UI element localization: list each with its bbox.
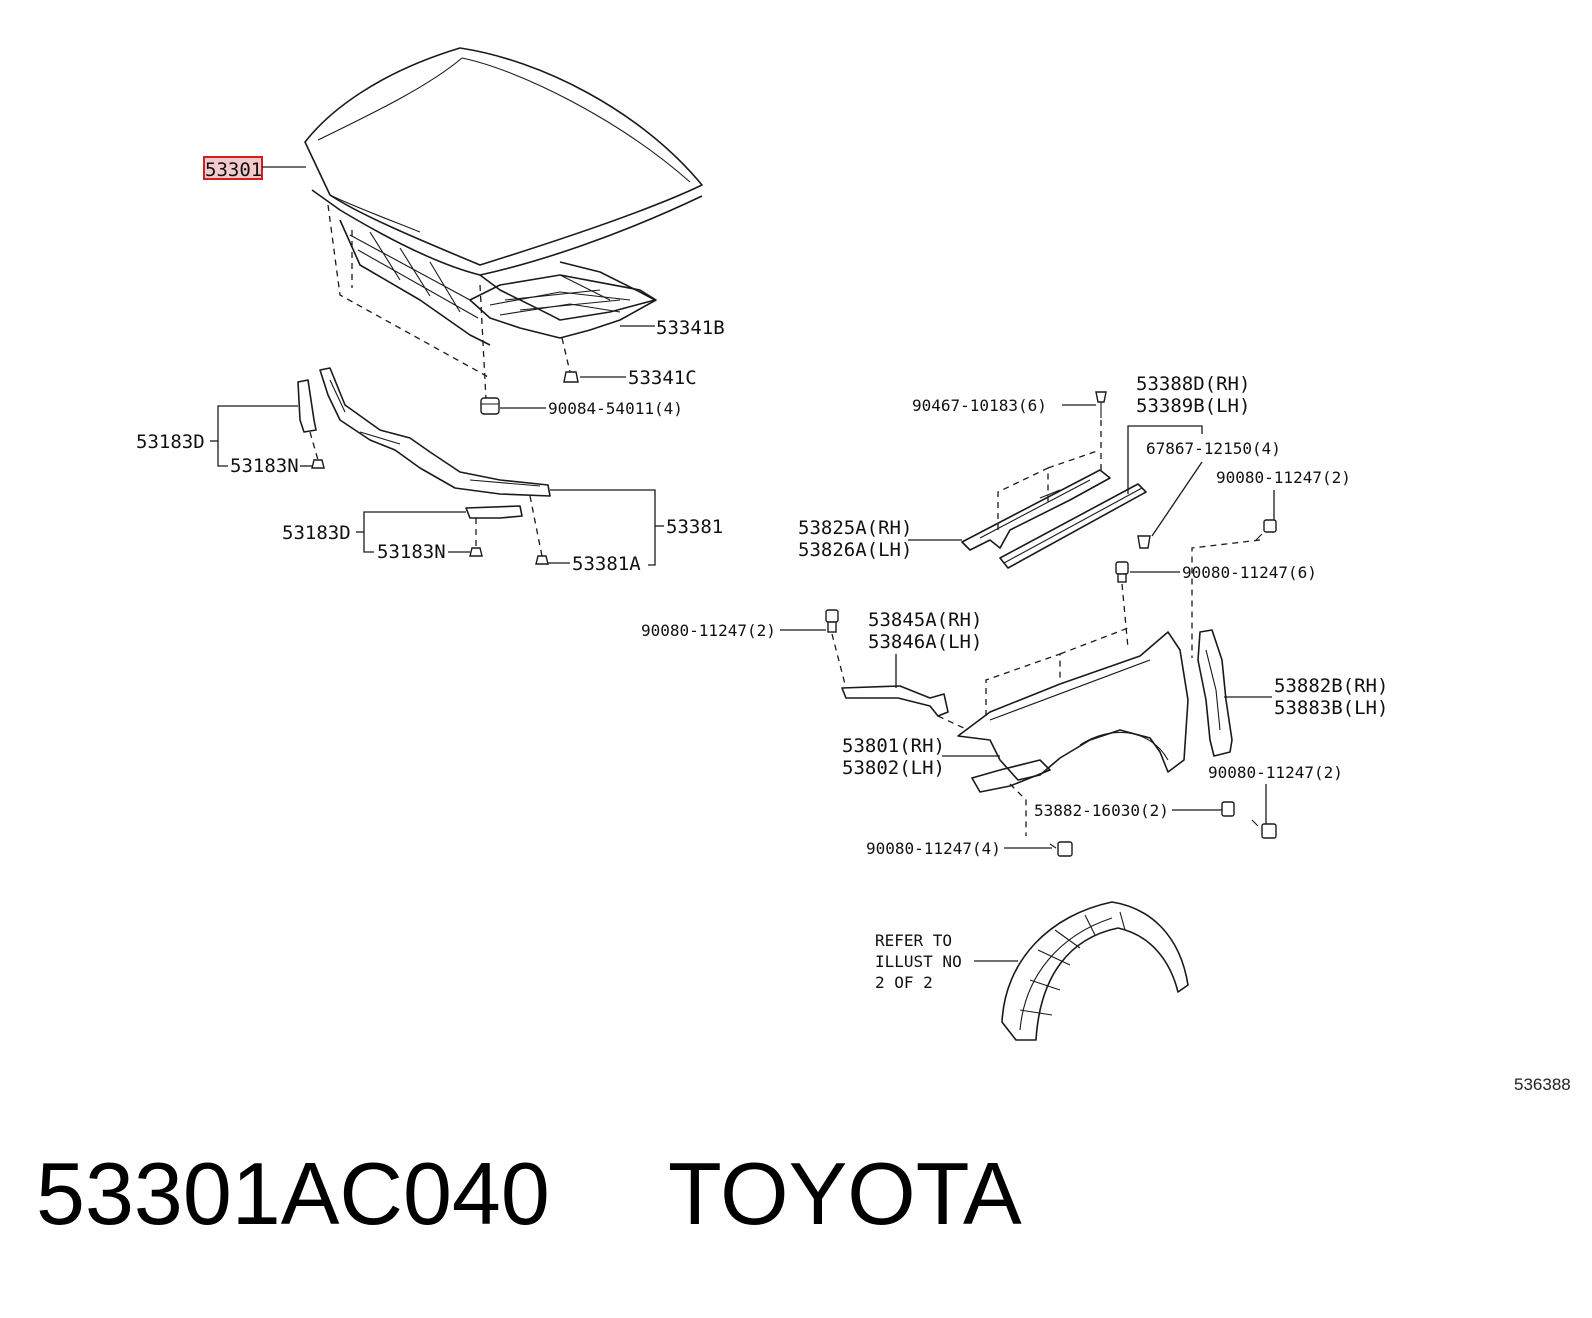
callout-90467-10183[interactable]: 90467-10183(6) xyxy=(912,396,1047,415)
callout-53183N-bottom[interactable]: 53183N xyxy=(377,541,446,563)
callout-90080-11247-2c[interactable]: 90080-11247(2) xyxy=(1208,763,1343,782)
front-fender[interactable] xyxy=(957,631,1189,793)
callout-90084-54011[interactable]: 90084-54011(4) xyxy=(548,399,683,418)
callout-53389B[interactable]: 53389B(LH) xyxy=(1136,395,1250,417)
bolt-90080-2c xyxy=(1251,819,1277,839)
hood-lock-brace-lower[interactable] xyxy=(465,505,523,519)
callout-53845A[interactable]: 53845A(RH) xyxy=(868,609,982,631)
clip-67867 xyxy=(1137,535,1151,549)
callout-90080-11247-6[interactable]: 90080-11247(6) xyxy=(1182,563,1317,582)
refer-note-line1: REFER TO xyxy=(875,931,952,950)
callout-53381[interactable]: 53381 xyxy=(666,516,723,538)
callout-53301[interactable]: 53301 xyxy=(205,159,262,181)
clip-53341C xyxy=(563,371,579,383)
callout-53801[interactable]: 53801(RH) xyxy=(842,735,945,757)
parts-diagram: 53301 53341B 53341C 90084-54011(4) 53183… xyxy=(136,47,1388,1041)
callout-53183D-bottom[interactable]: 53183D xyxy=(282,522,351,544)
hood-insulator[interactable] xyxy=(469,274,657,339)
callout-90080-11247-4[interactable]: 90080-11247(4) xyxy=(866,839,1001,858)
fender-seal[interactable] xyxy=(999,483,1147,569)
highlight-box xyxy=(203,156,263,180)
refer-note-line2: ILLUST NO xyxy=(875,952,962,971)
bolt-90080-4 xyxy=(1049,841,1073,857)
hood-panel[interactable] xyxy=(304,47,703,276)
callout-53846A[interactable]: 53846A(LH) xyxy=(868,631,982,653)
clip-53183N-bottom xyxy=(469,547,483,557)
callout-53882B[interactable]: 53882B(RH) xyxy=(1274,675,1388,697)
callout-53381A[interactable]: 53381A xyxy=(572,553,641,575)
clip-53882-16030 xyxy=(1221,801,1235,817)
hood-inner-frame xyxy=(339,219,656,346)
bolt-90080-2b xyxy=(825,609,839,633)
callout-53883B[interactable]: 53883B(LH) xyxy=(1274,697,1388,719)
callout-53826A[interactable]: 53826A(LH) xyxy=(798,539,912,561)
cushion-90084 xyxy=(480,397,500,415)
callout-53882-16030[interactable]: 53882-16030(2) xyxy=(1034,801,1169,820)
hood-lock-support[interactable] xyxy=(319,367,551,497)
callout-67867-12150[interactable]: 67867-12150(4) xyxy=(1146,439,1281,458)
clip-53381A xyxy=(535,555,549,565)
screw-90467-10183 xyxy=(1095,391,1107,418)
clip-53183N-top xyxy=(311,459,325,469)
bolt-90080-6 xyxy=(1115,561,1129,583)
callout-53183D-top[interactable]: 53183D xyxy=(136,431,205,453)
callout-53388D[interactable]: 53388D(RH) xyxy=(1136,373,1250,395)
callout-53825A[interactable]: 53825A(RH) xyxy=(798,517,912,539)
footer-brand: TOYOTA xyxy=(668,1144,1022,1243)
footer-part-number: 53301AC040 xyxy=(36,1144,550,1243)
fender-stay[interactable] xyxy=(841,685,949,717)
fender-liner[interactable] xyxy=(1001,901,1189,1041)
callout-53341B[interactable]: 53341B xyxy=(656,317,725,339)
callout-53802[interactable]: 53802(LH) xyxy=(842,757,945,779)
callout-90080-11247-2b[interactable]: 90080-11247(2) xyxy=(641,621,776,640)
hood-lock-brace-upper[interactable] xyxy=(297,379,317,433)
illustration-id: 536388 xyxy=(1514,1075,1571,1094)
refer-note-line3: 2 OF 2 xyxy=(875,973,933,992)
fender-rear-seal[interactable] xyxy=(1197,629,1233,757)
callout-53341C[interactable]: 53341C xyxy=(628,367,697,389)
callout-53183N-top[interactable]: 53183N xyxy=(230,455,299,477)
callout-90080-11247-2a[interactable]: 90080-11247(2) xyxy=(1216,468,1351,487)
bolt-90080-2a xyxy=(1255,519,1277,541)
